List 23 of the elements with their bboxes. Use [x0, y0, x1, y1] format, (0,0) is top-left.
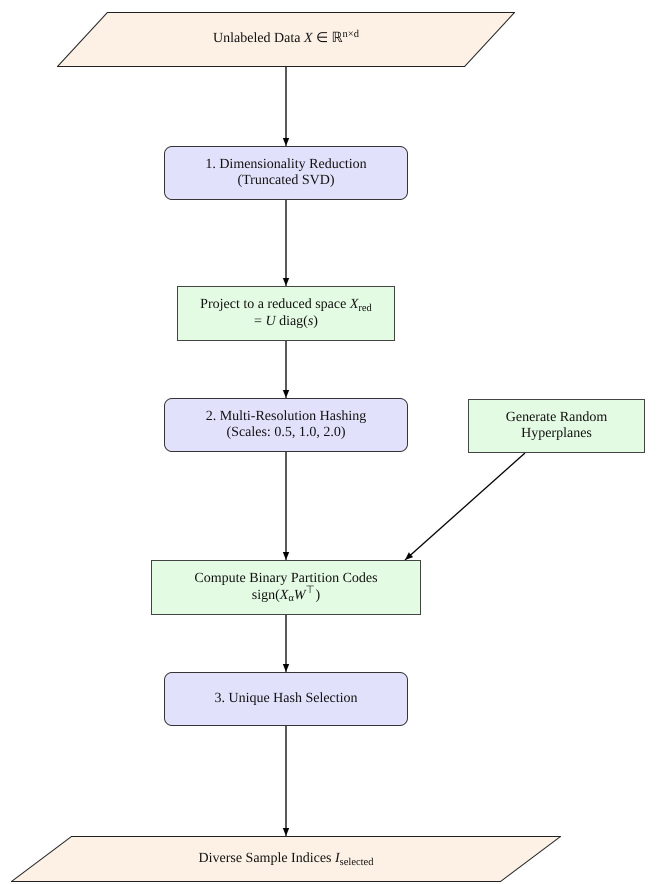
data-parallelogram — [11, 836, 561, 882]
arrow — [282, 200, 290, 286]
data-parallelogram — [57, 12, 515, 67]
node-label: 2. Multi-Resolution Hashing (Scales: 0.5, 1.0, 2.0) — [204, 408, 368, 442]
node-label: 1. Dimensionality Reduction (Truncated SVD) — [204, 156, 368, 190]
node-label: Unlabeled Data X ∈ ℝ$^{n×d}$ — [213, 31, 359, 48]
process-box — [164, 672, 408, 726]
arrow — [282, 726, 290, 836]
node-label: 3. Unique Hash Selection — [214, 690, 358, 708]
node-label: Compute Binary Partition Codes sign(X$_{α}$W$^{⊤}$) — [193, 571, 379, 604]
operation-box — [177, 286, 395, 341]
process-box — [164, 146, 408, 200]
process-box — [164, 398, 408, 452]
arrow — [404, 452, 526, 560]
node-label: Diverse Sample Indices I$_{selected}$ — [198, 850, 374, 868]
arrow — [282, 341, 290, 398]
arrow — [282, 67, 290, 146]
operation-box — [151, 560, 421, 615]
node-label: Project to a reduced space X$_{red}$ = U diag(s) — [199, 297, 373, 330]
node-label: Generate Random Hyperplanes — [504, 410, 608, 442]
arrow — [282, 452, 290, 560]
operation-box — [468, 399, 645, 453]
arrow — [282, 615, 290, 672]
